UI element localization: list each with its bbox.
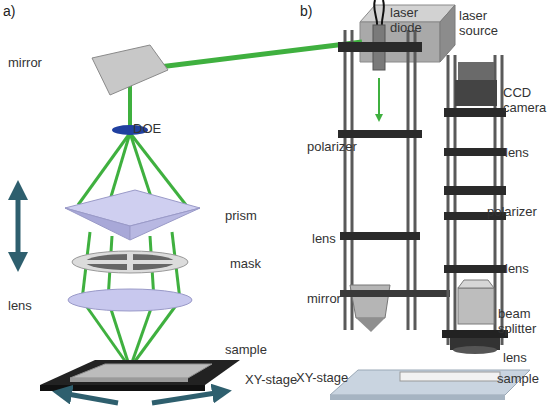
part-label: DOE: [133, 121, 173, 136]
xy-stage: [40, 360, 240, 391]
motion-arrow: [18, 190, 222, 403]
part-label: lens: [312, 231, 352, 246]
part-label: lens: [505, 261, 545, 276]
part-label: mirror: [307, 291, 357, 306]
panel-label: a): [3, 4, 33, 19]
part-label: laser source: [459, 8, 507, 38]
prism: [65, 190, 200, 240]
lens: [68, 289, 192, 311]
part-label: lens: [8, 298, 58, 313]
part-label: sample: [225, 342, 285, 357]
mirror: [92, 45, 168, 95]
panel-label: b): [300, 4, 330, 19]
part-label: lens: [505, 145, 545, 160]
part-label: polarizer: [487, 204, 549, 219]
part-label: beam splitter: [498, 306, 550, 336]
part-label: sample: [497, 371, 549, 386]
mask: [72, 251, 188, 273]
part-label: laser diode: [390, 5, 430, 35]
part-label: prism: [225, 208, 285, 223]
part-label: XY-stage: [296, 370, 366, 385]
part-label: CCD camera: [503, 85, 550, 115]
part-label: mirror: [8, 55, 68, 70]
left-tower: [338, 0, 450, 332]
part-label: lens: [503, 350, 543, 365]
part-label: mask: [230, 256, 290, 271]
part-label: polarizer: [307, 139, 377, 154]
